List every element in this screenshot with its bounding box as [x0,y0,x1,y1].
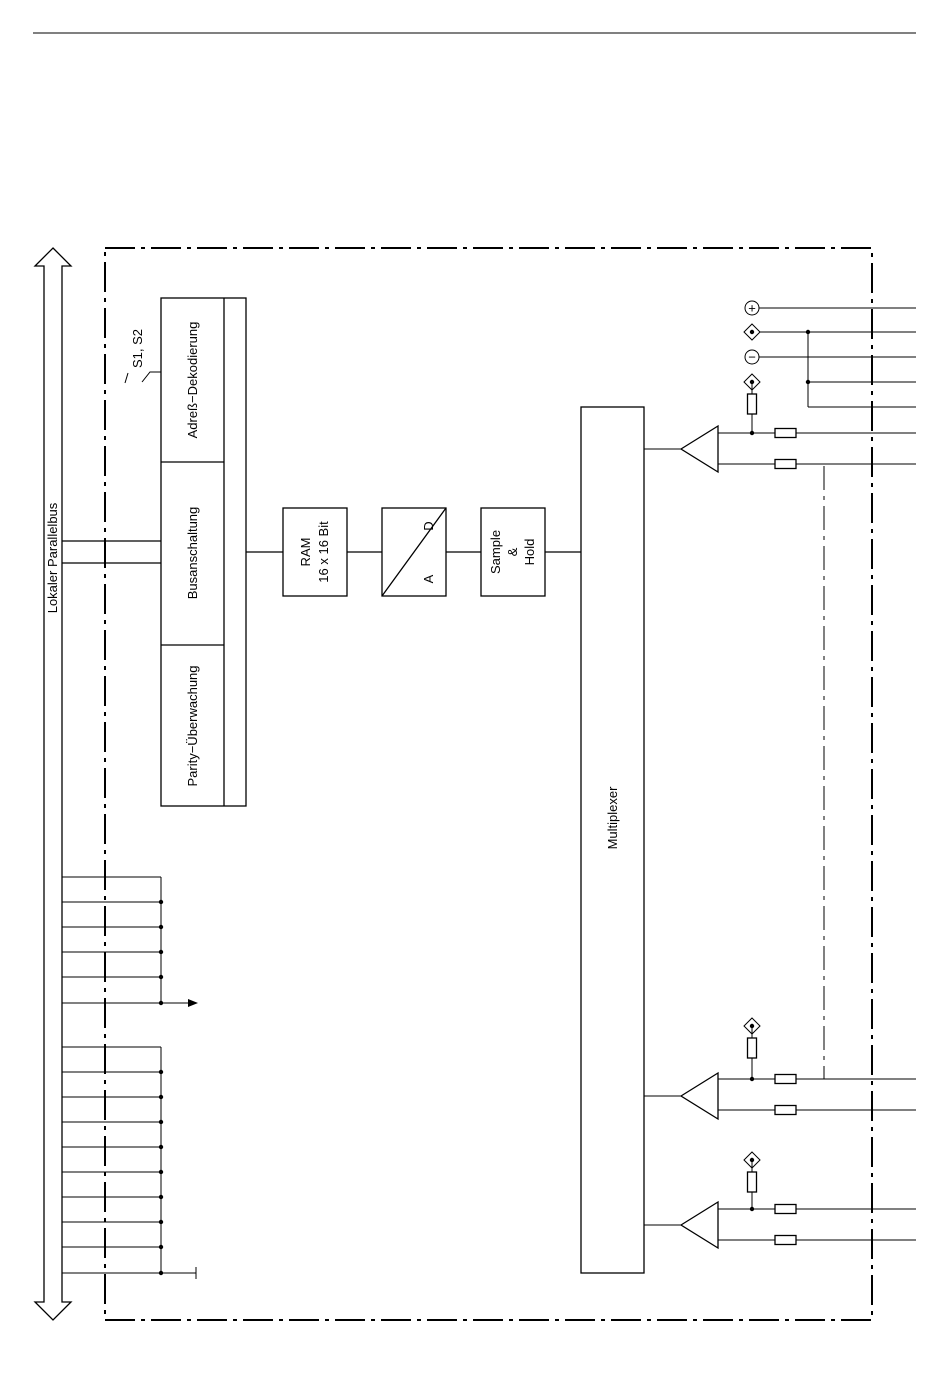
junction-dot [806,330,810,334]
parallel-bus-arrow [35,248,71,1320]
amplifier-triangle [681,426,718,472]
ram-label-1: RAM [298,538,313,567]
amplifier-triangle [681,1073,718,1119]
parity-monitoring-label: Parity−Überwachung [185,665,200,786]
bus-module-box [161,298,246,806]
digital-io-lines [62,877,198,1279]
dac-label-d: D [421,521,436,530]
ground-dot [750,1024,754,1028]
address-decoding-label: Adreß−Dekodierung [185,322,200,439]
input-resistor [775,460,796,469]
amplifier-triangle [681,1202,718,1248]
amplifier-channel [644,1018,916,1119]
ram-label-2: 16 x 16 Bit [316,521,331,583]
switch-s1-s2-tick [125,373,128,383]
bus-interface-label: Busanschaltung [185,507,200,600]
input-resistor [775,1205,796,1214]
minus-terminal-sign: − [748,350,756,365]
bus-label: Lokaler Parallelbus [45,502,60,613]
ground-dot [750,380,754,384]
ground-dot [750,1158,754,1162]
ground-terminal-icon [744,324,760,340]
sample-hold-label-3: Hold [522,539,537,566]
switch-s1-s2-contact [142,372,161,382]
plus-terminal-sign: + [748,301,756,316]
multiplexer-label: Multiplexer [605,786,620,850]
amplifier-channel [644,1152,916,1248]
bias-resistor [748,1038,757,1058]
output-arrow-icon [188,999,198,1007]
bias-resistor [748,394,757,414]
bias-resistor [748,1172,757,1192]
input-resistor [775,1106,796,1115]
input-resistor [775,429,796,438]
sample-hold-label-2: & [505,547,520,556]
amplifier-channels [644,374,916,1248]
amplifier-channel [644,374,916,472]
input-resistor [775,1236,796,1245]
ram-box [283,508,347,596]
input-resistor [775,1075,796,1084]
sample-hold-label-1: Sample [488,530,503,574]
switch-label: S1, S2 [130,329,145,368]
dac-label-a: A [421,574,436,583]
